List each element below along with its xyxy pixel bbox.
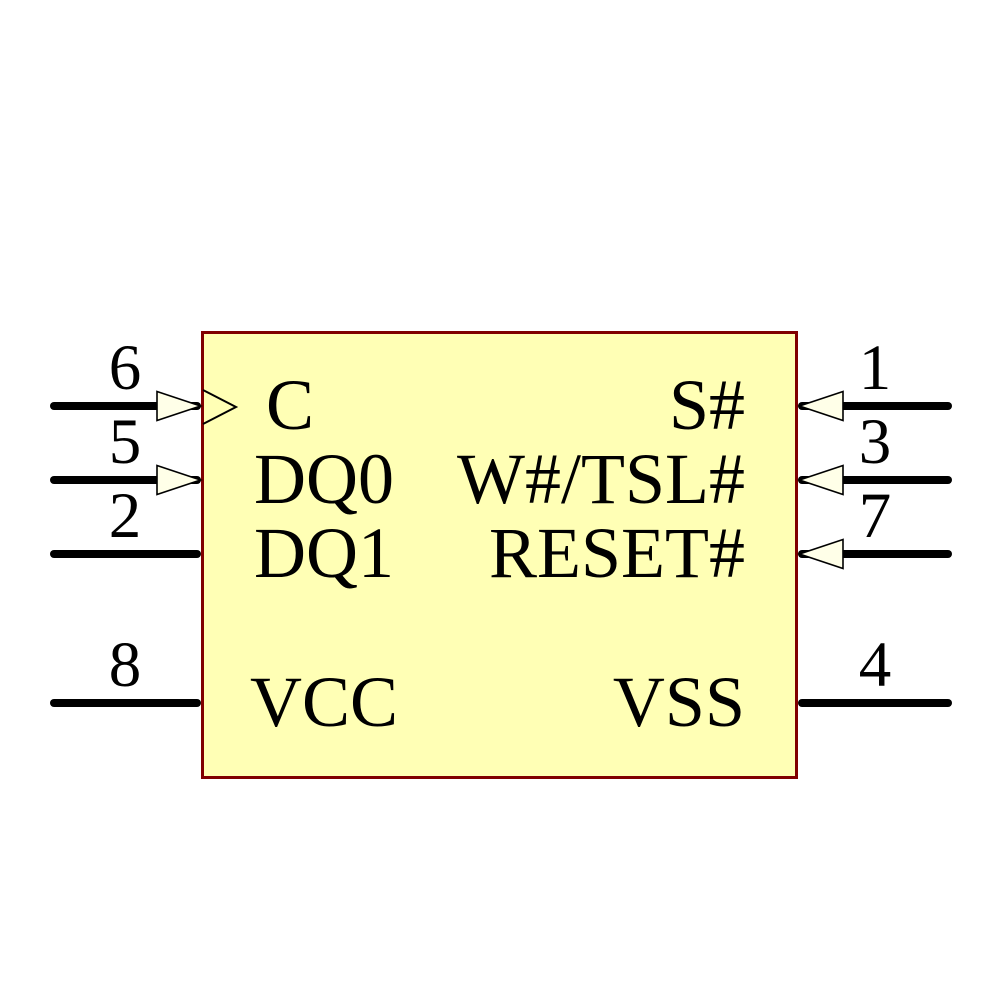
pin-wire xyxy=(50,402,201,410)
clock-icon xyxy=(202,389,239,425)
chip-body xyxy=(201,331,798,779)
pin-number: 2 xyxy=(108,480,142,552)
pin-wire xyxy=(798,699,952,707)
pin-name-label: VCC xyxy=(250,662,399,742)
pin-number: 8 xyxy=(108,629,142,701)
pin-name-label: DQ0 xyxy=(254,439,394,519)
input-arrow-icon xyxy=(156,464,204,496)
pin-wire xyxy=(50,476,201,484)
input-arrow-icon xyxy=(796,538,844,570)
pin-number: 5 xyxy=(108,406,142,478)
pin-name-label: DQ1 xyxy=(254,513,394,593)
pin-wire xyxy=(50,699,201,707)
pin-number: 7 xyxy=(858,480,892,552)
input-arrow-icon xyxy=(796,464,844,496)
pin-number: 4 xyxy=(858,629,892,701)
pin-wire xyxy=(798,476,952,484)
input-arrow-icon xyxy=(156,390,204,422)
input-arrow-icon xyxy=(796,390,844,422)
pin-number: 1 xyxy=(858,332,892,404)
pin-wire xyxy=(798,550,952,558)
pin-wire xyxy=(798,402,952,410)
pin-wire xyxy=(50,550,201,558)
pin-name-label: W#/TSL# xyxy=(457,439,745,519)
pin-name-label: VSS xyxy=(612,662,745,742)
pin-name-label: S# xyxy=(668,365,745,445)
pin-number: 3 xyxy=(858,406,892,478)
pin-number: 6 xyxy=(108,332,142,404)
pin-name-label: RESET# xyxy=(488,513,745,593)
pin-name-label: C xyxy=(266,365,315,445)
